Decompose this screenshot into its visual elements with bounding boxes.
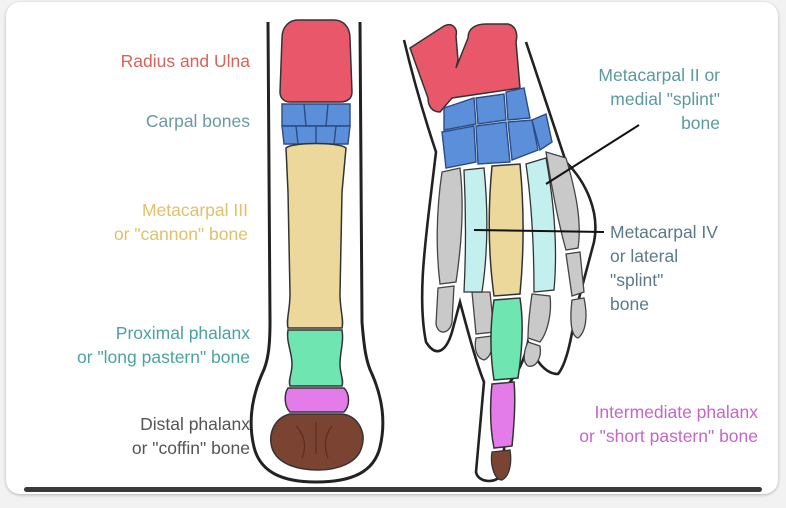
label-metacarpal-ii-line-3: bone [681,113,720,133]
label-metacarpal-iv: Metacarpal IV or lateral "splint" bone [610,220,718,316]
label-metacarpal-iv-line-3: "splint" [610,270,664,290]
label-carpal-bones: Carpal bones [146,109,250,133]
label-metacarpal-ii-line-1: Metacarpal II or [598,65,720,85]
diagram-card: Radius and Ulna Carpal bones Metacarpal … [6,2,778,494]
label-cannon-line-1: Metacarpal III [141,200,248,220]
label-proximal-phalanx: Proximal phalanx or "long pastern" bone [77,321,250,369]
label-carpal-line: Carpal bones [145,111,250,131]
horse-leg-outline [249,21,385,484]
human-hand [402,23,597,483]
label-cannon-bone: Metacarpal III or "cannon" bone [114,198,248,246]
label-metacarpal-ii: Metacarpal II or medial "splint" bone [598,63,720,135]
label-intermediate-line-2: or "short pastern" bone [579,426,758,446]
label-radius-ulna-line: Radius and Ulna [120,51,250,71]
horse-intermediate-phalanx [284,387,350,413]
hand-carpal-bones [441,87,553,169]
label-metacarpal-ii-line-2: medial "splint" [610,89,720,109]
bottom-border-bar [24,487,762,492]
hand-radius-ulna [409,23,521,113]
horse-proximal-phalanx [286,329,344,387]
label-intermediate-line-1: Intermediate phalanx [594,402,758,422]
horse-distal-phalanx [270,413,364,471]
label-proximal-line-2: or "long pastern" bone [77,347,250,367]
label-cannon-line-2: or "cannon" bone [113,224,248,244]
horse-carpal-bones [281,103,351,145]
bone-illustration [249,19,640,484]
label-metacarpal-iv-line-4: bone [610,294,649,314]
hand-distal-phalanx [490,449,512,481]
label-radius-ulna: Radius and Ulna [121,49,250,73]
horse-cannon-bone [285,142,347,329]
label-distal-line-2: or "coffin" bone [131,438,250,458]
label-distal-phalanx: Distal phalanx or "coffin" bone [132,412,250,460]
label-proximal-line-1: Proximal phalanx [115,323,250,343]
label-intermediate-phalanx: Intermediate phalanx or "short pastern" … [579,400,758,448]
label-metacarpal-iv-line-1: Metacarpal IV [610,222,718,242]
horse-leg [249,19,385,484]
hand-metacarpal-ii [525,157,557,293]
label-distal-line-1: Distal phalanx [140,414,250,434]
leader-line-metacarpal-iv [473,229,605,233]
hand-intermediate-phalanx [489,381,516,449]
label-metacarpal-iv-line-2: or lateral [610,246,679,266]
hand-proximal-phalanx [490,297,523,381]
horse-radius-ulna [279,19,353,103]
leader-line-metacarpal-ii [545,124,640,185]
hand-other-bones [435,151,587,367]
